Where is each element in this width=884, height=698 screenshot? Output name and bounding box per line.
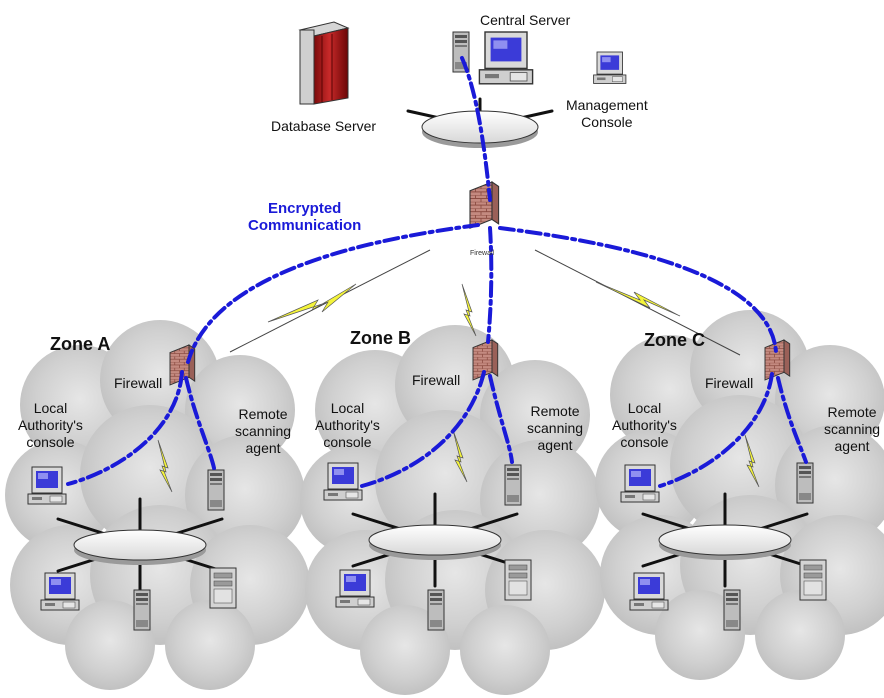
- zone-c-label: Zone C: [644, 330, 705, 350]
- zone-b-agent-icon: [504, 464, 522, 506]
- zone-b-console-icon: [323, 462, 363, 501]
- zone-a-remote-agent-line-1: Remote: [238, 406, 288, 422]
- zone-c-local-console-line-1: Local: [627, 400, 662, 416]
- zone-c-remote-agent-line-1: Remote: [827, 404, 877, 420]
- zone-b-local-console-line-1: Local: [330, 400, 365, 416]
- zone-b-server-icon: [504, 559, 532, 601]
- zone-a-local-console-line-2: Authority's: [18, 417, 83, 433]
- zone-a-local-console-line-1: Local: [33, 400, 68, 416]
- database-server-icon: [298, 21, 350, 105]
- zone-c-agent-icon: [796, 462, 814, 504]
- zone-a-remote-agent-label: Remote scanning agent: [235, 406, 291, 457]
- zone-c-remote-agent-label: Remote scanning agent: [824, 404, 880, 455]
- zone-a-remote-agent-line-3: agent: [245, 440, 281, 456]
- central-firewall-icon: [469, 181, 500, 229]
- zone-c-local-console-line-3: console: [620, 434, 669, 450]
- zone-a-local-console-label: Local Authority's console: [18, 400, 83, 451]
- zone-c-console-icon: [620, 464, 660, 503]
- zone-b-tower-icon: [427, 589, 445, 631]
- zone-a-server-icon: [209, 567, 237, 609]
- zone-a-remote-agent-line-2: scanning: [235, 423, 292, 439]
- management-console-label-line-1: Management: [566, 97, 648, 113]
- central-firewall-label: Firewall: [470, 250, 495, 257]
- zone-c-remote-agent-line-2: scanning: [824, 421, 881, 437]
- database-server-label: Database Server: [271, 118, 377, 134]
- zone-a-local-console-line-3: console: [26, 434, 75, 450]
- zone-b-local-console-label: Local Authority's console: [315, 400, 380, 451]
- encrypted-links: [66, 56, 808, 488]
- zone-b-pc-icon: [335, 569, 375, 608]
- zone-a-firewall-label: Firewall: [114, 375, 163, 391]
- management-console-icon: [593, 51, 627, 84]
- zone-a-agent-icon: [207, 469, 225, 511]
- zone-b-local-console-line-2: Authority's: [315, 417, 380, 433]
- zone-c-firewall-label: Firewall: [705, 375, 754, 391]
- encrypted-communication-label-line-1: Encrypted: [267, 200, 342, 217]
- zone-a-tower-icon: [133, 589, 151, 631]
- zone-a-console-icon: [27, 466, 67, 505]
- central-server-icon: [452, 31, 534, 85]
- encrypted-communication-label: Encrypted Communication: [248, 200, 361, 234]
- zone-b-remote-agent-line-1: Remote: [530, 403, 580, 419]
- zone-c-local-console-label: Local Authority's console: [612, 400, 677, 451]
- zone-c-tower-icon: [723, 589, 741, 631]
- management-console-label-line-2: Console: [581, 114, 633, 130]
- zone-c-firewall-icon: [764, 339, 791, 381]
- zone-b-remote-agent-line-3: agent: [537, 437, 573, 453]
- zone-c-remote-agent-line-3: agent: [834, 438, 870, 454]
- zone-b-label: Zone B: [350, 328, 411, 348]
- zone-b-local-console-line-3: console: [323, 434, 372, 450]
- zone-c-local-console-line-2: Authority's: [612, 417, 677, 433]
- zone-c-pc-icon: [629, 572, 669, 611]
- zone-b-firewall-label: Firewall: [412, 372, 461, 388]
- zone-a-label: Zone A: [50, 334, 111, 354]
- zone-a-pc-icon: [40, 572, 80, 611]
- zone-b-remote-agent-line-2: scanning: [527, 420, 584, 436]
- zone-c-uplink-lightning-icon: [595, 281, 681, 317]
- zone-b-remote-agent-label: Remote scanning agent: [527, 403, 583, 454]
- encrypted-communication-label-line-2: Communication: [248, 217, 362, 234]
- central-server-label: Central Server: [480, 12, 571, 28]
- management-console-label: Management Console: [566, 97, 648, 131]
- zone-c-server-icon: [799, 559, 827, 601]
- zone-a-uplink-lightning-icon: [267, 283, 357, 323]
